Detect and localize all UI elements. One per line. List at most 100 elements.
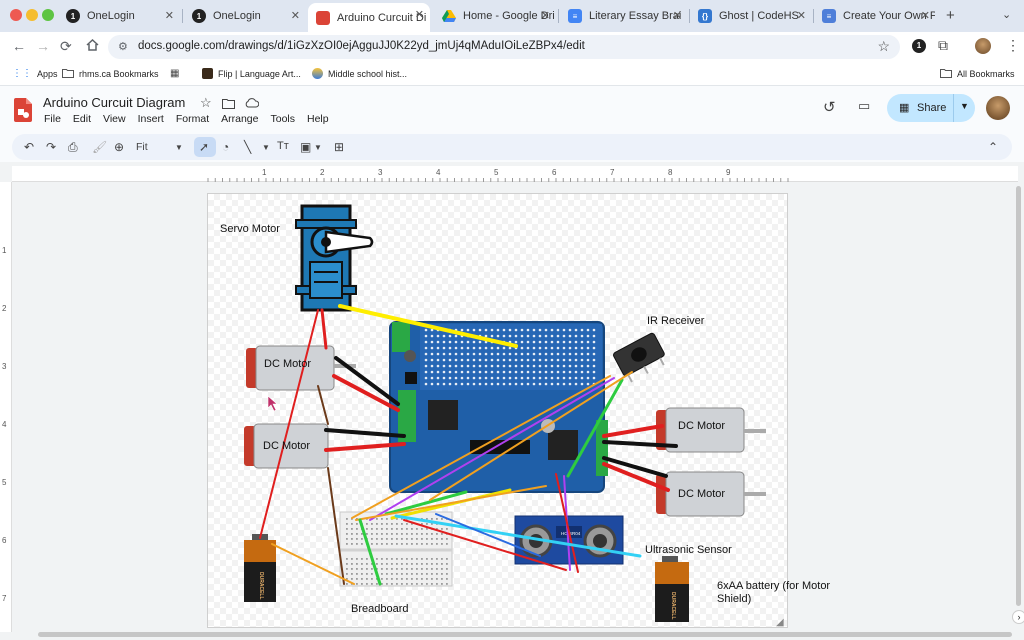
tab-search-chevron-icon[interactable]: ⌄	[1002, 9, 1012, 21]
profile-avatar[interactable]	[975, 38, 991, 54]
collapse-toolbar-icon[interactable]: ⌃	[988, 140, 999, 154]
share-dropdown-icon[interactable]: ▼	[960, 101, 969, 111]
codehs-icon: {}	[698, 9, 712, 23]
line-dropdown-icon[interactable]: ▼	[262, 143, 270, 152]
redo-icon[interactable]: ↷	[46, 140, 57, 154]
menu-view[interactable]: View	[103, 113, 126, 125]
ultrasonic-sensor-label[interactable]: Ultrasonic Sensor	[645, 544, 732, 556]
browser-tab[interactable]: Home - Google Dri ✕	[434, 4, 556, 28]
dc-motor-label[interactable]: DC Motor	[678, 420, 726, 432]
dc-motor-label[interactable]: DC Motor	[263, 440, 311, 452]
servo-motor-label[interactable]: Servo Motor	[220, 223, 280, 235]
reload-button[interactable]: ⟳	[60, 38, 72, 54]
servo-motor[interactable]	[295, 204, 374, 312]
ultrasonic-sensor[interactable]	[514, 515, 624, 565]
share-button[interactable]: ▦ Share ▼	[887, 94, 975, 122]
bookmark-link[interactable]: Middle school hist...	[312, 68, 407, 79]
arduino-motor-shield[interactable]	[389, 321, 608, 493]
comments-icon[interactable]: ▭	[858, 98, 871, 113]
image-icon[interactable]: ▣	[300, 140, 312, 154]
browser-tab[interactable]: 1 OneLogin ✕	[184, 4, 306, 28]
account-avatar[interactable]	[986, 96, 1010, 120]
folder-icon	[62, 68, 74, 80]
close-window-button[interactable]	[10, 9, 22, 21]
menu-file[interactable]: File	[44, 113, 61, 125]
drawings-logo-icon[interactable]	[14, 98, 32, 127]
extensions-puzzle-icon[interactable]: ⧉	[938, 37, 948, 53]
close-tab-icon[interactable]: ✕	[290, 10, 300, 22]
side-panel-chevron-icon[interactable]: ›	[1012, 610, 1024, 624]
omnibox[interactable]: ⚙ docs.google.com/drawings/d/1iGzXzOI0ej…	[108, 35, 900, 59]
close-tab-icon[interactable]: ✕	[920, 10, 930, 22]
menu-arrange[interactable]: Arrange	[221, 113, 259, 125]
breadboard-label[interactable]: Breadboard	[351, 603, 409, 615]
dc-motor-left-bottom[interactable]	[244, 423, 329, 469]
star-icon[interactable]: ☆	[200, 95, 212, 110]
undo-icon[interactable]: ↶	[24, 140, 35, 154]
all-bookmarks[interactable]: All Bookmarks	[940, 68, 1015, 80]
document-title[interactable]: Arduino Curcuit Diagram	[43, 95, 186, 110]
dc-motor-label[interactable]: DC Motor	[678, 488, 726, 500]
close-tab-icon[interactable]: ✕	[796, 10, 806, 22]
cloud-status-icon[interactable]	[244, 95, 260, 113]
line-icon[interactable]: ╲	[244, 140, 252, 154]
maximize-window-button[interactable]	[42, 9, 54, 21]
url-text[interactable]: docs.google.com/drawings/d/1iGzXzOI0ejAg…	[138, 40, 585, 52]
browser-tab[interactable]: ≡ Create Your Own P ✕	[814, 4, 936, 28]
close-tab-icon[interactable]: ✕	[540, 10, 550, 22]
print-icon[interactable]: ⎙	[68, 140, 78, 154]
browser-tab-active[interactable]: Arduino Curcuit Di ✕	[308, 3, 430, 32]
browser-menu-icon[interactable]: ⋮	[1006, 37, 1020, 53]
move-folder-icon[interactable]	[222, 96, 235, 114]
home-button[interactable]	[86, 38, 99, 54]
dc-motor-right-bottom[interactable]	[656, 471, 766, 517]
tab-groups-icon[interactable]: ▦	[170, 68, 180, 79]
close-tab-icon[interactable]: ✕	[164, 10, 174, 22]
bookmark-link[interactable]: Flip | Language Art...	[202, 68, 301, 79]
browser-tab[interactable]: {} Ghost | CodeHS ✕	[690, 4, 812, 28]
menu-help[interactable]: Help	[307, 113, 329, 125]
ruler-number: 6	[2, 536, 7, 545]
bookmark-star-icon[interactable]: ☆	[877, 38, 890, 54]
image-dropdown-icon[interactable]: ▼	[314, 143, 322, 152]
text-box-icon[interactable]: Tт	[277, 140, 289, 152]
back-button[interactable]: ←	[12, 38, 26, 54]
vertical-scrollbar[interactable]	[1016, 186, 1021, 606]
browser-tab[interactable]: ≡ Literary Essay Brai ✕	[560, 4, 688, 28]
ruler-number: 1	[2, 246, 7, 255]
close-tab-icon[interactable]: ✕	[414, 9, 424, 21]
menu-format[interactable]: Format	[175, 113, 210, 125]
zoom-dropdown-icon[interactable]: ▼	[175, 143, 183, 152]
bookmark-folder[interactable]: rhms.ca Bookmarks	[62, 68, 159, 80]
zoom-select[interactable]: Fit	[136, 141, 148, 153]
site-info-icon[interactable]: ⚙	[118, 41, 128, 53]
ir-receiver[interactable]	[612, 332, 669, 384]
extension-icon[interactable]: 1	[912, 39, 926, 53]
breadboard[interactable]	[339, 511, 453, 587]
battery-label[interactable]: 6xAA battery (for Motor Shield)	[717, 580, 831, 605]
select-tool[interactable]	[194, 137, 216, 157]
menu-edit[interactable]: Edit	[72, 113, 92, 125]
shape-icon[interactable]: ◔	[222, 140, 230, 154]
dc-motor-right-top[interactable]	[656, 407, 766, 453]
forward-button[interactable]: →	[36, 38, 50, 54]
browser-tab[interactable]: 1 OneLogin ✕	[58, 4, 180, 28]
menu-insert[interactable]: Insert	[137, 113, 164, 125]
paint-format-icon[interactable]: 🖌	[92, 140, 108, 154]
version-history-icon[interactable]: ↺	[823, 99, 836, 116]
ruler-number: 4	[436, 168, 441, 177]
battery-left[interactable]	[244, 534, 276, 602]
minimize-window-button[interactable]	[26, 9, 38, 21]
menu-tools[interactable]: Tools	[270, 113, 295, 125]
close-tab-icon[interactable]: ✕	[672, 10, 682, 22]
add-comment-icon[interactable]: ⊞	[334, 140, 345, 154]
new-tab-button[interactable]: +	[946, 7, 955, 24]
horizontal-scrollbar[interactable]	[38, 632, 1012, 637]
dc-motor-label[interactable]: DC Motor	[264, 358, 312, 370]
battery-right[interactable]	[655, 556, 689, 622]
page-resize-handle[interactable]: ◢	[776, 617, 784, 628]
zoom-icon[interactable]: ⊕	[114, 140, 125, 154]
bookmark-apps[interactable]: ⋮⋮ Apps	[12, 68, 58, 79]
ir-receiver-label[interactable]: IR Receiver	[647, 315, 705, 327]
ruler-number: 7	[610, 168, 615, 177]
